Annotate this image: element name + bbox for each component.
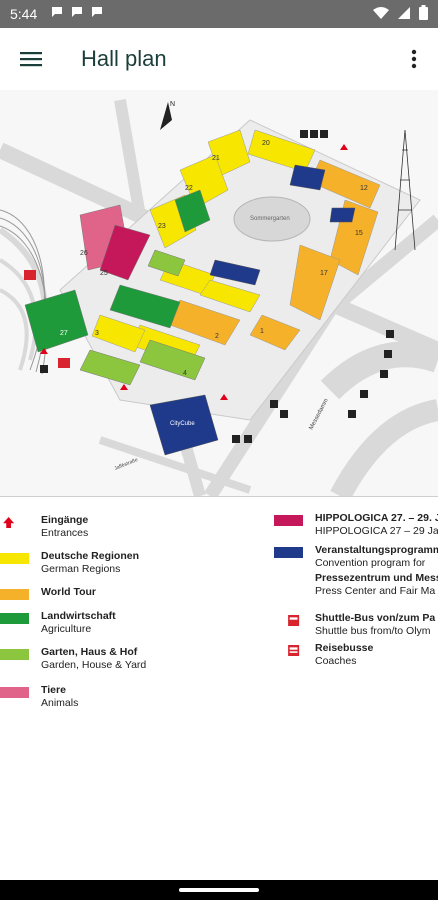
hall-label: 2 [215,333,219,340]
system-navigation-bar [0,880,438,900]
legend-title: Tiere [41,684,66,696]
legend-title: World Tour [41,586,97,598]
world-tour-halls [169,159,381,351]
map-drawing: Sommergarten [0,98,438,496]
convention-halls [149,164,356,456]
agriculture-halls [24,189,211,353]
status-bar: 5:44 [0,0,438,28]
bus-markers [24,270,70,368]
hall-label: 17 [320,270,328,277]
wifi-icon [373,6,389,19]
legend-subtitle: Animals [41,697,79,709]
jaffestrasse-label: Jafféstraße [114,457,140,472]
legend-swatch [0,553,29,564]
signal-icon [398,6,410,19]
hall-label: 3 [95,330,99,337]
hall-label: 27 [60,330,68,337]
hall-label: 23 [158,223,166,230]
entrance-arrow-icon [3,517,15,528]
coach-bus-icon [288,645,300,656]
home-gesture-handle[interactable] [179,888,259,892]
north-label: N [170,101,175,108]
legend-swatch [0,613,29,624]
north-arrow-icon [160,102,172,130]
page-title: Hall plan [81,46,167,71]
legend-swatch [274,547,303,558]
legend-title: Landwirtschaft [41,610,116,622]
legend-title: Shuttle-Bus von/zum Pa [315,612,436,624]
chat-bubble-icon [72,7,82,17]
hamburger-menu-icon [20,52,42,67]
legend-title: Eingänge [41,514,89,526]
hall-label: 21 [212,155,220,162]
legend-title: Pressezentrum und Mess [315,572,438,584]
chat-bubble-icon [92,7,102,17]
legend-subtitle: HIPPOLOGICA 27 – 29 Ja [315,525,438,537]
legend-title: Deutsche Regionen [41,550,140,562]
legend-swatch [274,575,303,586]
messedamm-label: Messedamm [308,398,329,431]
legend-subtitle: German Regions [41,563,121,575]
legend-subtitle: Garden, House & Yard [41,659,147,671]
hall-label: 26 [80,250,88,257]
funkturm [394,129,416,251]
legend-title: HIPPOLOGICA 27. – 29. Ja [315,512,438,524]
overflow-menu-button[interactable] [404,43,424,75]
legend-swatch [0,589,29,600]
hall-label: 12 [360,185,368,192]
legend-title: Garten, Haus & Hof [41,646,138,658]
sommergarten [233,196,311,242]
system-icons [373,5,428,20]
legend-subtitle: Convention program for [315,557,426,569]
legend-subtitle: Shuttle bus from/to Olym [315,625,431,637]
legend-item-world-tour: World Tour [0,586,96,600]
legend-subtitle: Entrances [41,527,89,539]
status-time: 5:44 [10,6,38,22]
hall-label: 1 [260,328,264,335]
legend-subtitle: Agriculture [41,623,92,635]
battery-icon [419,5,428,20]
citycube-label: CityCube [170,421,195,427]
animals-halls [79,204,151,281]
legend-subtitle: Press Center and Fair Ma [315,585,436,597]
legend-swatch [274,515,303,526]
legend-title: Reisebusse [315,642,374,654]
entrance-markers [40,144,348,400]
legend-swatch [0,649,29,660]
hall-numbers: 21 22 23 26 25 20 27 12 15 17 1 2 3 4 5 [60,140,368,464]
chat-bubble-icon [52,7,62,17]
app-bar: Hall plan [0,28,438,91]
shuttle-bus-icon [288,615,300,626]
hall-label: 5 [180,457,184,464]
hall-plan-map[interactable]: Sommergarten [0,90,438,497]
legend-swatch [0,687,29,698]
legend-title: Veranstaltungsprogramm [315,544,438,556]
hall-label: 20 [262,140,270,147]
service-icons [40,130,394,443]
hall-label: 25 [100,270,108,277]
hall-label: 15 [355,230,363,237]
hall-label: 4 [183,370,187,377]
legend-subtitle: Coaches [315,655,357,667]
more-vert-icon [411,49,417,69]
menu-button[interactable] [14,43,48,75]
notification-icons [50,5,104,19]
sommergarten-label: Sommergarten [250,216,290,222]
garden-halls [79,249,206,386]
hall-label: 22 [185,185,193,192]
